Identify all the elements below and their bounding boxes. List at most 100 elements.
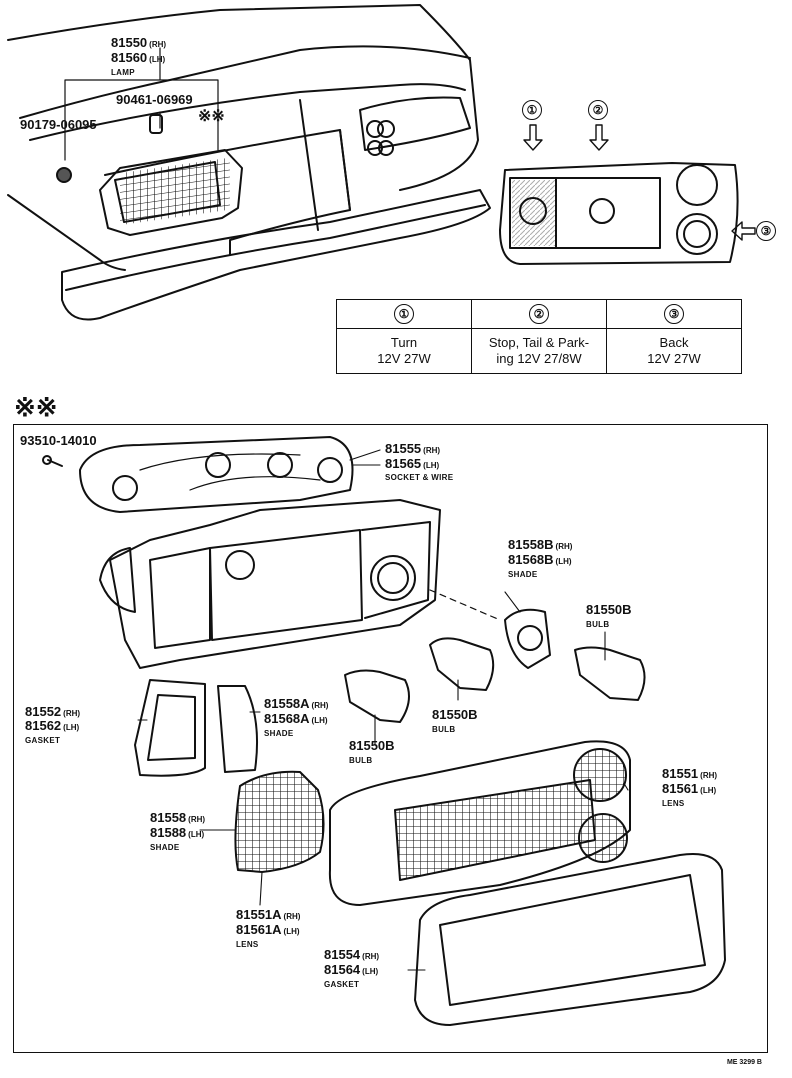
gasket-small-side1: (RH) [63, 709, 81, 718]
lens-main-pn-rh: 81551(RH) [662, 767, 717, 782]
bulb-right-name: BULB [586, 620, 610, 629]
lens-main-side1: (RH) [700, 771, 718, 780]
gasket-big-side1: (RH) [362, 952, 380, 961]
shade-a-pn-rh: 81558A(RH) [264, 697, 328, 712]
socket-name: SOCKET & WIRE [385, 473, 454, 482]
bulb-cell-turn-line1: Turn [390, 335, 418, 350]
bulb-left-pn: 81550B [349, 738, 395, 753]
shade-a-side2: (LH) [311, 716, 328, 725]
header-circle-1: ① [394, 304, 414, 324]
socket-pn-lh: 81565(LH) [385, 457, 439, 472]
lamp-name: LAMP [111, 68, 135, 77]
clip-part-number: 90461-06969 [116, 92, 193, 107]
shade-b-name: SHADE [508, 570, 538, 579]
shade-b-pn2: 81568B [508, 552, 554, 567]
bulb-cell-stop-line2: ing 12V 27/8W [496, 351, 582, 366]
bulb-mid-name: BULB [432, 725, 456, 734]
shade-side1: (RH) [188, 815, 206, 824]
lamp-part-number-lh: 81560(LH) [111, 51, 165, 66]
lens-a-name: LENS [236, 940, 259, 949]
drawing-code: ME 3299 B [726, 1059, 762, 1066]
shade-name: SHADE [150, 843, 180, 852]
lamp-side-rh: (RH) [149, 40, 167, 49]
socket-pn1: 81555 [385, 441, 422, 456]
position-marker-3: ③ [756, 221, 776, 241]
bulb-cell-back-line2: 12V 27W [647, 351, 701, 366]
car-rear-illustration [7, 4, 491, 321]
lamp-pn-lh: 81560 [111, 50, 148, 65]
shade-b-pn1: 81558B [508, 537, 554, 552]
gasket-big-pn-rh: 81554(RH) [324, 948, 379, 963]
lamp-side-lh: (LH) [149, 55, 166, 64]
shade-pn1: 81558 [150, 810, 187, 825]
lens-main-side2: (LH) [700, 786, 717, 795]
shade-pn2: 81588 [150, 825, 187, 840]
gasket-big-pn2: 81564 [324, 962, 361, 977]
bulb-table-header-2: ② [471, 299, 607, 329]
shade-pn-rh: 81558(RH) [150, 811, 205, 826]
shade-b-side2: (LH) [555, 557, 572, 566]
reference-mark-exploded: ※※ [14, 392, 58, 422]
lens-main-pn1: 81551 [662, 766, 699, 781]
shade-b-pn-lh: 81568B(LH) [508, 553, 572, 568]
socket-side1: (RH) [423, 446, 441, 455]
gasket-small-pn-lh: 81562(LH) [25, 719, 79, 734]
shade-b-side1: (RH) [555, 542, 573, 551]
header-circle-2: ② [529, 304, 549, 324]
shade-b-pn-rh: 81558B(RH) [508, 538, 572, 553]
screw-part-number: 93510-14010 [20, 433, 97, 448]
position-marker-2: ② [588, 100, 608, 120]
gasket-small-pn1: 81552 [25, 704, 62, 719]
socket-pn2: 81565 [385, 456, 422, 471]
gasket-big-name: GASKET [324, 980, 360, 989]
exploded-view-frame [13, 424, 768, 1053]
shade-a-pn2: 81568A [264, 711, 310, 726]
gasket-big-pn-lh: 81564(LH) [324, 963, 378, 978]
lens-main-name: LENS [662, 799, 685, 808]
bulb-cell-back-line1: Back [659, 335, 689, 350]
shade-pn-lh: 81588(LH) [150, 826, 204, 841]
lamp-part-number-rh: 81550(RH) [111, 36, 166, 51]
lens-a-side1: (RH) [283, 912, 301, 921]
gasket-small-name: GASKET [25, 736, 61, 745]
shade-a-name: SHADE [264, 729, 294, 738]
lamp-position-diagram [499, 124, 756, 265]
lens-a-pn-lh: 81561A(LH) [236, 923, 300, 938]
lens-main-pn2: 81561 [662, 781, 699, 796]
bulb-mid-pn: 81550B [432, 707, 478, 722]
shade-a-pn1: 81558A [264, 696, 310, 711]
bulb-right-pn: 81550B [586, 602, 632, 617]
gasket-big-pn1: 81554 [324, 947, 361, 962]
shade-a-pn-lh: 81568A(LH) [264, 712, 328, 727]
reference-mark-top: ※※ [198, 108, 225, 125]
bulb-table-header-row: ① ② ③ [336, 299, 742, 329]
socket-side2: (LH) [423, 461, 440, 470]
lens-a-pn1: 81551A [236, 907, 282, 922]
nut-part-number: 90179-06095 [20, 117, 97, 132]
lamp-pn-rh: 81550 [111, 35, 148, 50]
lens-a-side2: (LH) [283, 927, 300, 936]
bulb-table-header-1: ① [336, 299, 472, 329]
bulb-table-header-3: ③ [606, 299, 742, 329]
shade-side2: (LH) [188, 830, 205, 839]
bulb-left-name: BULB [349, 756, 373, 765]
gasket-small-pn-rh: 81552(RH) [25, 705, 80, 720]
gasket-big-side2: (LH) [362, 967, 379, 976]
gasket-small-side2: (LH) [63, 723, 80, 732]
lens-main-pn-lh: 81561(LH) [662, 782, 716, 797]
gasket-small-pn2: 81562 [25, 718, 62, 733]
bulb-cell-turn-line2: 12V 27W [377, 351, 431, 366]
socket-pn-rh: 81555(RH) [385, 442, 440, 457]
shade-a-side1: (RH) [311, 701, 329, 710]
lens-a-pn2: 81561A [236, 922, 282, 937]
lens-a-pn-rh: 81551A(RH) [236, 908, 300, 923]
bulb-cell-stop-line1: Stop, Tail & Park- [488, 335, 590, 350]
header-circle-3: ③ [664, 304, 684, 324]
bulb-cell-stop-tail: Stop, Tail & Park-ing 12V 27/8W [471, 328, 607, 374]
exploded-view-artwork [42, 436, 726, 1026]
